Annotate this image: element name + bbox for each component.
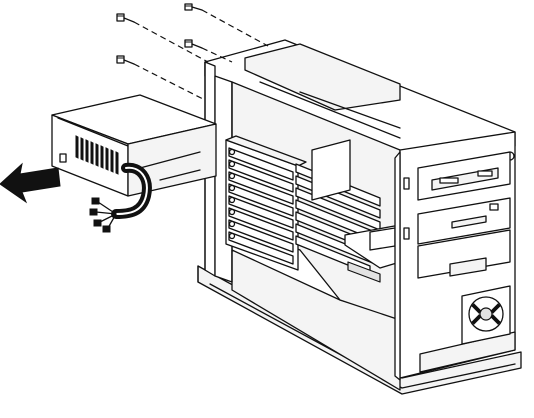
power-supply <box>52 95 216 196</box>
removal-arrow <box>0 164 60 202</box>
screw-4 <box>117 56 134 64</box>
drive-bays <box>418 152 510 278</box>
front-fan <box>462 286 510 344</box>
screw-1 <box>185 4 202 10</box>
screw-2 <box>117 14 134 22</box>
screw-3 <box>185 40 202 48</box>
